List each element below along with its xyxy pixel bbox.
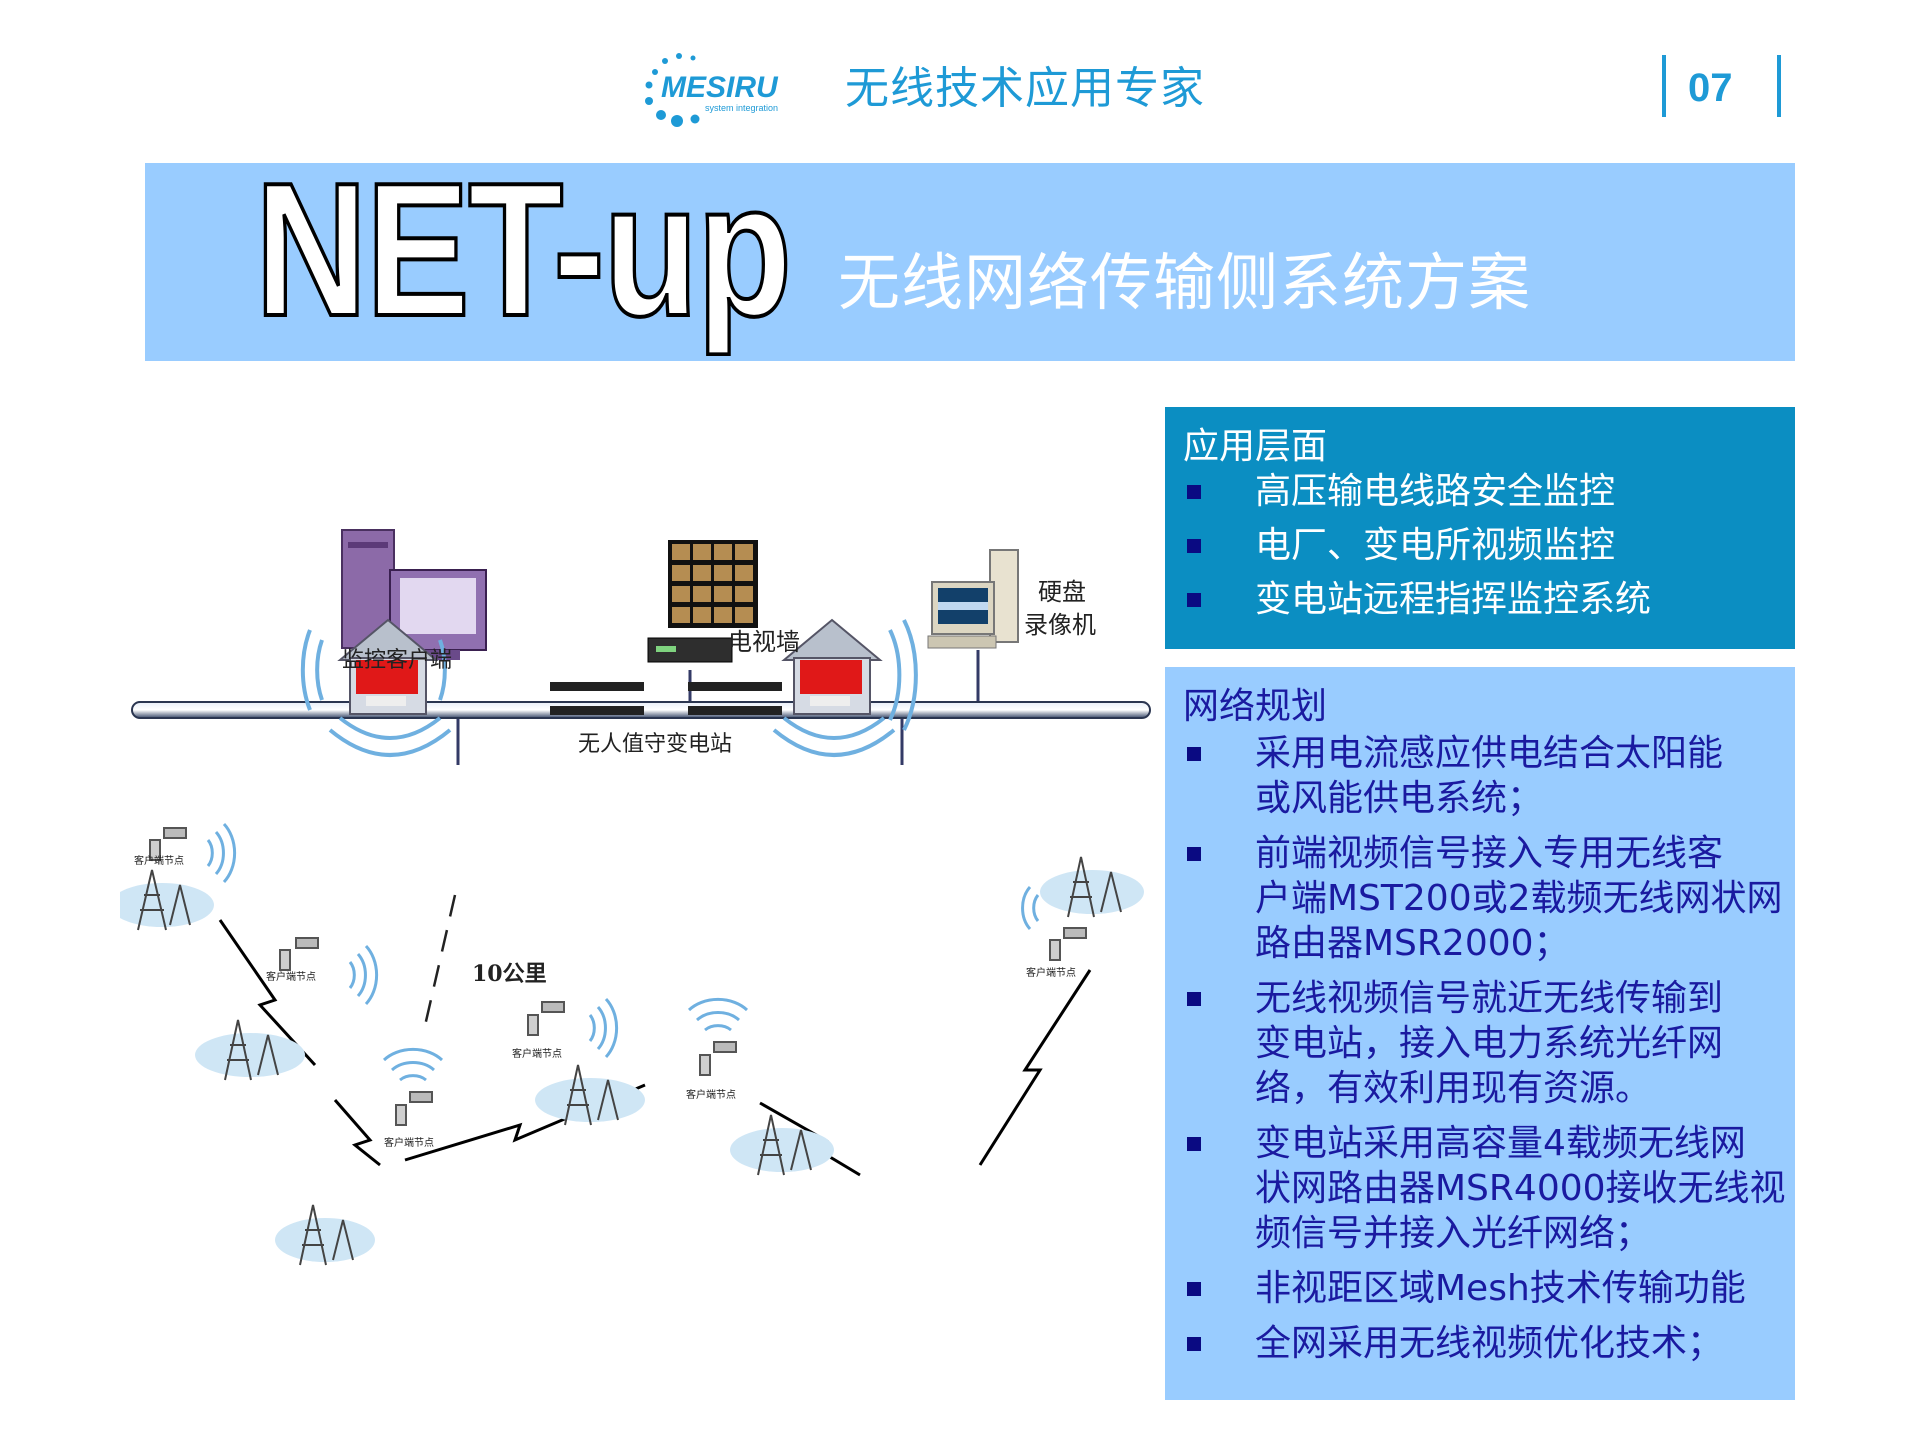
tagline: 无线技术应用专家 [845,63,1205,114]
list-item: 前端视频信号接入专用无线客 户端MST200或2载频无线网状网 路由器MSR20… [1183,831,1786,966]
distance-label: 10公里 [472,961,547,987]
client-node-label: 客户端节点 [384,1138,434,1149]
logo-text: MESIRU [661,71,779,104]
client-node-label: 客户端节点 [512,1049,562,1060]
list-item-text: 全网采用无线视频优化技术； [1255,1323,1724,1364]
dvr-icon [927,549,1019,649]
client-node-label: 客户端节点 [266,972,316,983]
client-node-label: 客户端节点 [1026,968,1076,979]
substation-label: 无人值守变电站 [578,732,733,757]
application-panel-title: 应用层面 [1183,426,1328,467]
network-list: 采用电流感应供电结合太阳能 或风能供电系统； 前端视频信号接入专用无线客 户端M… [1183,731,1786,1376]
list-item-text: 无线视频信号就近无线传输到 变电站，接入电力系统光纤网 络，有效利用现有资源。 [1255,978,1724,1109]
video-wall-label: 电视墙 [728,628,800,656]
logo-subtext: system integration [705,103,778,113]
list-item: 高压输电线路安全监控 [1183,469,1651,523]
list-item: 无线视频信号就近无线传输到 变电站，接入电力系统光纤网 络，有效利用现有资源。 [1183,976,1786,1111]
camera-node-icon [279,937,379,1006]
list-item: 全网采用无线视频优化技术； [1183,1321,1786,1366]
client-node-label: 客户端节点 [134,856,184,867]
network-panel: 网络规划 采用电流感应供电结合太阳能 或风能供电系统； 前端视频信号接入专用无线… [1165,667,1795,1400]
application-panel: 应用层面 高压输电线路安全监控 电厂、变电所视频监控 变电站远程指挥监控系统 [1165,407,1795,649]
camera-node-icon [687,997,749,1076]
banner-subtitle: 无线网络传输侧系统方案 [838,246,1532,319]
camera-node-icon [149,822,237,884]
power-tower-icon [535,1064,645,1126]
list-item-text: 高压输电线路安全监控 [1255,471,1616,512]
page-number-divider-left [1662,55,1666,117]
bullet-icon [1187,992,1201,1006]
list-item: 变电站远程指挥监控系统 [1183,577,1651,631]
bullet-icon [1187,593,1201,607]
video-wall-icon [647,540,758,663]
list-item-text: 采用电流感应供电结合太阳能 或风能供电系统； [1255,733,1724,819]
monitor-client-label: 监控客户端 [342,648,453,673]
list-item-text: 变电站远程指挥监控系统 [1255,579,1652,620]
bullet-icon [1187,539,1201,553]
page-number-divider-right [1777,55,1781,117]
title-banner [145,163,1795,361]
bullet-icon [1187,1282,1201,1296]
dvr-label-line2: 录像机 [1024,611,1096,639]
network-diagram: 监控客户端 电视墙 硬盘 录像机 无人值守变电站 10公里 客户端节点 客户端节… [120,510,1160,1300]
substation-icon-right [772,618,918,757]
bullet-icon [1187,1337,1201,1351]
wireless-links [218,919,1092,1177]
list-item-text: 非视距区域Mesh技术传输功能 [1255,1268,1746,1309]
distance-dashed-line [422,894,457,1031]
list-item: 电厂、变电所视频监控 [1183,523,1651,577]
power-tower-icon [120,869,214,931]
list-item: 非视距区域Mesh技术传输功能 [1183,1266,1786,1311]
bullet-icon [1187,1137,1201,1151]
substation-icon-left [300,618,452,757]
application-list: 高压输电线路安全监控 电厂、变电所视频监控 变电站远程指挥监控系统 [1183,469,1651,631]
bullet-icon [1187,485,1201,499]
list-item: 采用电流感应供电结合太阳能 或风能供电系统； [1183,731,1786,821]
list-item: 变电站采用高容量4载频无线网 状网路由器MSR4000接收无线视 频信号并接入光… [1183,1121,1786,1256]
page-number: 07 [1688,66,1733,110]
network-panel-title: 网络规划 [1183,686,1328,727]
power-tower-icon [1040,856,1144,918]
camera-node-icon [382,1047,444,1126]
brand-title: NET-up [253,144,793,356]
power-tower-icon [275,1204,375,1266]
bullet-icon [1187,847,1201,861]
list-item-text: 变电站采用高容量4载频无线网 状网路由器MSR4000接收无线视 频信号并接入光… [1255,1123,1786,1254]
mesiru-logo: MESIRU system integration [645,53,779,127]
list-item-text: 前端视频信号接入专用无线客 户端MST200或2载频无线网状网 路由器MSR20… [1255,833,1783,964]
power-tower-icon [195,1019,305,1081]
bullet-icon [1187,747,1201,761]
camera-node-icon [1021,886,1087,961]
diagram-graphics [120,529,1151,1266]
dvr-label-line1: 硬盘 [1038,578,1086,606]
power-tower-icon [730,1114,834,1176]
camera-node-icon [527,997,619,1059]
link-equals-icon [550,682,782,715]
list-item-text: 电厂、变电所视频监控 [1255,525,1616,566]
client-node-label: 客户端节点 [686,1090,736,1101]
